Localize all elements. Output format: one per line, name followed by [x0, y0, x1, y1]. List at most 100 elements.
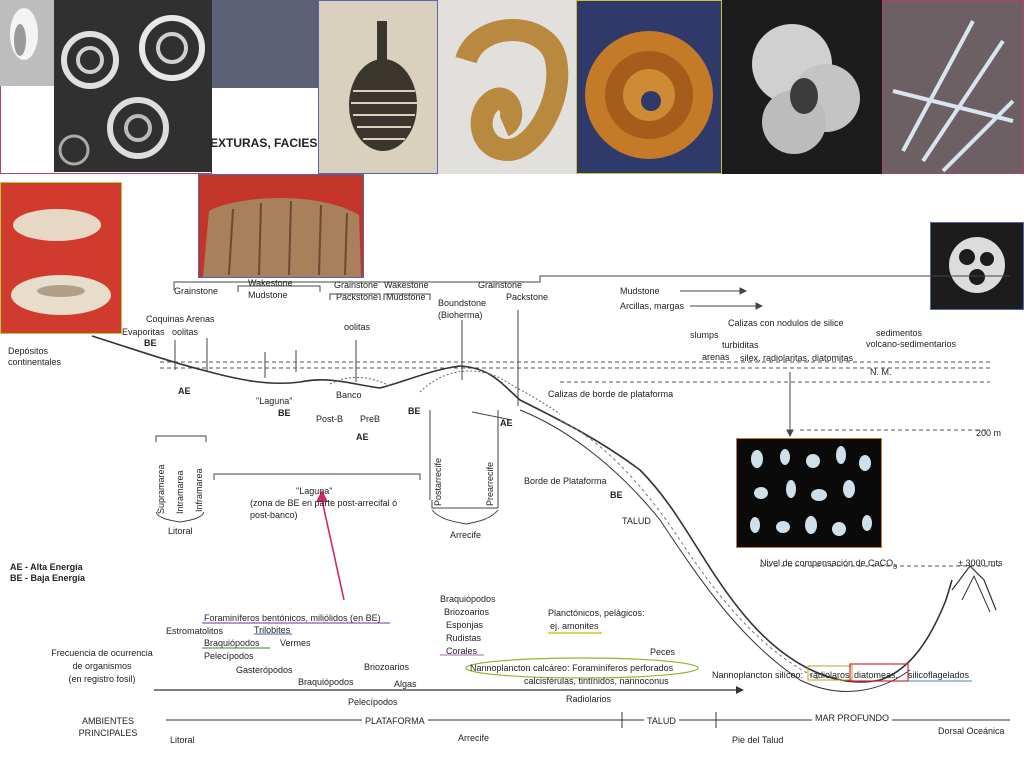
- org-calcisferulas: calcisférulas, tintínidos, nannoconus: [524, 676, 669, 686]
- label-post-b: Post-B: [316, 414, 344, 424]
- label-arcillas: Arcillas, margas: [620, 301, 685, 311]
- label-supramarea: Supramarea: [156, 464, 166, 514]
- label-slumps: slumps: [690, 330, 719, 340]
- env-mar-profundo: MAR PROFUNDO: [812, 713, 892, 723]
- org-estromatolitos: Estromatolitos: [166, 626, 224, 636]
- label-be-1: BE: [144, 338, 157, 348]
- org-nanno-siliceo: Nannoplancton silíceo:: [712, 670, 804, 680]
- diatom-photo: [882, 0, 1024, 174]
- label-compensacion: Nivel de compensación de CaCO3: [760, 558, 897, 573]
- foraminifera-sem-photo: [722, 0, 882, 174]
- foraminifera-thin-section-photo: [54, 0, 212, 172]
- brachiopod-photo: [0, 182, 122, 334]
- radiolarian-photo: [930, 222, 1024, 310]
- org-radiolarios: Radiolarios: [566, 694, 612, 704]
- label-depth-200: 200 m: [976, 428, 1002, 438]
- org-radiolaros: radiolaros: [810, 670, 850, 680]
- org-pelecipodos-1: Pelecípodos: [204, 651, 254, 661]
- header-band: [212, 0, 320, 88]
- label-ae-3: AE: [500, 418, 513, 428]
- label-mudstone-3: Mudstone: [620, 286, 660, 296]
- label-grainstone-2: Grainstone: [334, 280, 379, 290]
- org-braquiopodos-1: Braquiópodos: [204, 638, 260, 648]
- gastropod-shell-photo: [438, 0, 576, 174]
- label-packstone-1: Packstone: [336, 292, 379, 302]
- frecuencia-label-1: Frecuencia de ocurrencia: [51, 648, 153, 658]
- label-litoral-zone: Litoral: [168, 526, 193, 536]
- label-arenas-2: arenas: [702, 352, 730, 362]
- org-braquiopodos-3: Braquiópodos: [440, 594, 496, 604]
- org-trilobites: Trilobites: [254, 625, 291, 635]
- label-oolitas-1: oolitas: [172, 327, 199, 337]
- label-wakestone-1: Wakestone: [248, 278, 293, 288]
- label-compensacion-text: Nivel de compensación de CaCO: [760, 558, 894, 568]
- label-ae-2: AE: [356, 432, 369, 442]
- label-silex: silex, radiolaritas, diatomitas: [740, 353, 854, 363]
- label-sedimentos: sedimentos: [876, 328, 923, 338]
- env-arrecife: Arrecife: [458, 733, 490, 743]
- org-nanno-calcareo: Nannoplancton calcáreo: Foraminíferos pe…: [470, 663, 674, 673]
- env-talud: TALUD: [644, 716, 679, 726]
- trilobite-photo: [318, 0, 438, 174]
- label-laguna-1: "Laguna": [256, 396, 293, 406]
- legend-ae: AE - Alta Energía: [10, 562, 83, 572]
- env-plataforma: PLATAFORMA: [362, 716, 428, 726]
- label-mudstone-1: Mudstone: [248, 290, 288, 300]
- frecuencia-label-2: de organismos: [72, 661, 132, 671]
- ambientes-title-2: PRINCIPALES: [78, 728, 138, 738]
- org-rudistas: Rudistas: [446, 633, 482, 643]
- frecuencia-label-3: (en registro fosil): [68, 674, 136, 684]
- legend-be: BE - Baja Energía: [10, 573, 86, 583]
- org-briozoarios-1: Briozoarios: [364, 662, 410, 672]
- label-volcano: volcano-sedimentarios: [866, 339, 957, 349]
- label-mudstone-2: Mudstone: [386, 292, 426, 302]
- org-peces: Peces: [650, 647, 676, 657]
- label-borde-plataforma: Borde de Plataforma: [524, 476, 607, 486]
- label-turbiditas: turbiditas: [722, 340, 759, 350]
- label-intramarea: Intramarea: [175, 470, 185, 514]
- label-depositos: Depósitos: [8, 346, 49, 356]
- org-pelecipodos-2: Pelecípodos: [348, 697, 398, 707]
- label-arrecife-zone: Arrecife: [450, 530, 482, 540]
- label-depth-3000: ± 3000 mts: [958, 558, 1003, 568]
- label-wakestone-2: Wakestone: [384, 280, 429, 290]
- plankton-photo: [736, 438, 882, 548]
- label-be-4: BE: [610, 490, 623, 500]
- label-arenas: Arenas: [186, 314, 215, 324]
- label-postarrecife: Postarrecife: [433, 457, 443, 506]
- label-continentales: continentales: [8, 357, 62, 367]
- label-banco: Banco: [336, 390, 362, 400]
- org-planctonicos: Planctónicos, pelágicos:: [548, 608, 645, 618]
- label-coquinas: Coquinas: [146, 314, 185, 324]
- org-algas: Algas: [394, 679, 417, 689]
- label-packstone-2: Packstone: [506, 292, 549, 302]
- label-inframarea: Inframarea: [194, 468, 204, 512]
- org-diatomeas: diatomeas,: [854, 670, 899, 680]
- ambientes-title-1: AMBIENTES: [81, 716, 134, 726]
- label-calizas-borde: Calizas de borde de plataforma: [548, 389, 674, 399]
- label-laguna-2: "Laguna": [296, 486, 333, 496]
- label-boundstone: Boundstone: [438, 298, 487, 308]
- label-nm: N. M.: [870, 367, 892, 377]
- org-braquiopodos-2: Braquiópodos: [298, 677, 354, 687]
- org-gasteropodos: Gasterópodos: [236, 665, 293, 675]
- label-laguna-desc-2: post-banco): [250, 510, 298, 520]
- label-oolitas-2: oolitas: [344, 322, 371, 332]
- env-litoral: Litoral: [170, 735, 195, 745]
- org-amonites: ej. amonites: [550, 621, 599, 631]
- coral-photo: [198, 174, 364, 278]
- org-silicoflagelados: silicoflagelados: [908, 670, 970, 680]
- org-foraminiferos-bentonicos: Foraminíferos bentónicos, miliólidos (en…: [204, 613, 381, 623]
- label-calizas-nodulos: Calizas con nodulos de silice: [728, 318, 844, 328]
- header-title: EXTURAS, FACIES: [210, 136, 318, 150]
- label-evaporitas: Evaporitas: [122, 327, 165, 337]
- label-grainstone-3: Grainstone: [478, 280, 523, 290]
- label-talud-zone: TALUD: [622, 516, 651, 526]
- label-bioherma: (Bioherma): [438, 310, 483, 320]
- label-be-3: BE: [408, 406, 421, 416]
- label-grainstone-1: Grainstone: [174, 286, 219, 296]
- org-esponjas: Esponjas: [446, 620, 484, 630]
- env-pie-talud: Pie del Talud: [732, 735, 784, 745]
- gastropod-thumb-photo: [0, 0, 54, 86]
